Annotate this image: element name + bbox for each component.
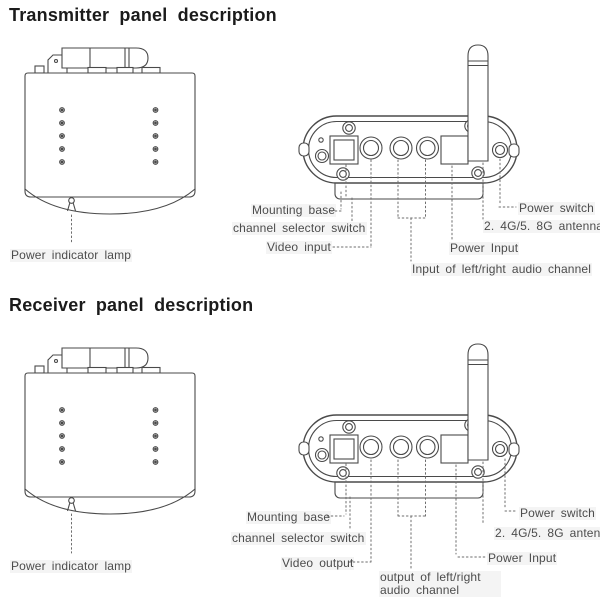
transmitter-front-view (24, 47, 196, 215)
label-power-input: Power Input (487, 551, 558, 565)
label-mounting-base: Mounting base (246, 510, 332, 524)
label-mounting-base: Mounting base (251, 203, 337, 217)
label-audio-output-line1: output of left/right (380, 570, 481, 584)
receiver-section-heading: Receiver panel description (9, 295, 254, 315)
transmitter-leader-lines (71, 158, 517, 262)
label-power-indicator-lamp: Power indicator lamp (10, 248, 133, 262)
label-power-indicator-lamp: Power indicator lamp (10, 559, 133, 573)
label-audio-output: output of left/right audio channel (379, 571, 501, 597)
label-channel-selector-switch: channel selector switch (231, 531, 366, 545)
label-video-output: Video output (281, 556, 355, 570)
label-antenna: 2. 4G/5. 8G antenna (494, 527, 600, 540)
receiver-back-view (298, 343, 520, 499)
label-audio-output-line2: audio channel (380, 583, 460, 597)
transmitter-section-heading: Transmitter panel description (9, 5, 277, 25)
label-audio-input: Input of left/right audio channel (411, 262, 593, 276)
receiver-leader-lines (71, 458, 518, 569)
receiver-front-view (24, 347, 196, 515)
label-antenna: 2. 4G/5. 8G antenna (483, 220, 600, 233)
label-video-input: Video input (266, 240, 332, 254)
label-channel-selector-switch: channel selector switch (232, 221, 367, 235)
label-power-switch: Power switch (518, 201, 595, 215)
transmitter-back-view (298, 44, 520, 200)
label-power-input: Power Input (449, 241, 520, 255)
label-power-switch: Power switch (519, 506, 596, 520)
